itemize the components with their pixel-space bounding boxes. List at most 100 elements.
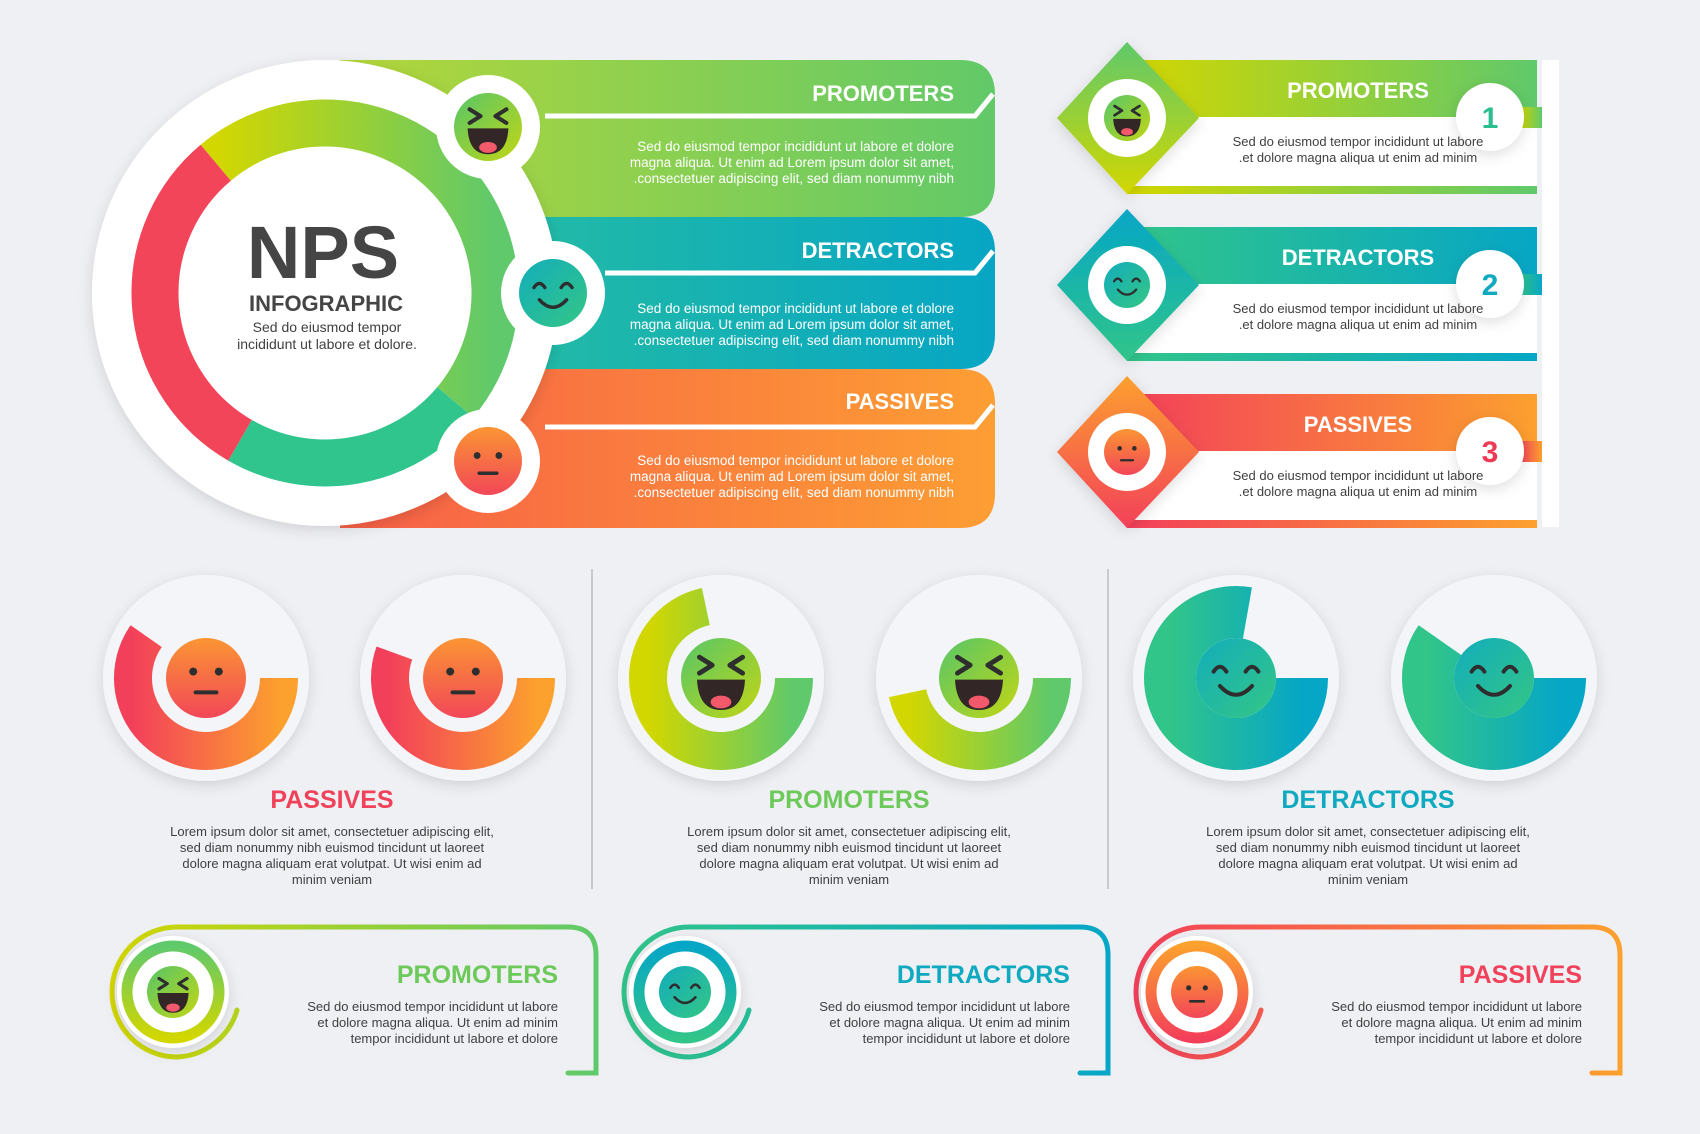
gauge-text: dolore magna aliquam erat volutpat. Ut w…: [182, 856, 481, 871]
neutral-face-icon: [423, 638, 503, 718]
number-label: 2: [1482, 269, 1499, 302]
smiling-face-icon: [1104, 262, 1150, 308]
item-text: Sed do eiusmod tempor incididunt ut labo…: [1233, 301, 1484, 316]
numbered-item-detractors: 2 DETRACTORS Sed do eiusmod tempor incidid…: [1057, 209, 1542, 361]
item-text: Sed do eiusmod tempor incididunt ut labo…: [1233, 468, 1484, 483]
card-text: Sed do eiusmod tempor incididunt ut labo…: [819, 999, 1070, 1014]
donut-segment-promoters: [200, 99, 519, 418]
item-title: PASSIVES: [1304, 412, 1412, 437]
gauge-arc: [1144, 586, 1328, 770]
smiling-face-icon: [1196, 638, 1276, 718]
emoji-ring: [1145, 940, 1249, 1044]
smiling-face-icon: [1454, 638, 1534, 718]
card-frame: [109, 924, 599, 1076]
smiling-face-icon: [659, 966, 711, 1018]
hero-emoji-detractors: [501, 241, 605, 345]
gauge-text: minim veniam: [809, 872, 889, 887]
card-title: PASSIVES: [1459, 961, 1582, 989]
laughing-face-icon: [147, 966, 199, 1018]
gauge-arc: [1402, 625, 1586, 770]
bottom-stripe: [1127, 353, 1537, 361]
bottom-stripe: [1127, 520, 1537, 528]
bottom-stripe: [1127, 186, 1537, 194]
gauge-text: Lorem ipsum dolor sit amet, consectetuer…: [170, 824, 494, 839]
banner-title: DETRACTORS: [802, 238, 954, 263]
banner-text: Sed do eiusmod tempor incididunt ut labo…: [630, 453, 954, 500]
card-title: DETRACTORS: [897, 961, 1070, 989]
item-text: .et dolore magna aliqua ut enim ad minim: [1239, 150, 1477, 165]
banner-title: PASSIVES: [846, 389, 954, 414]
gauge-title: DETRACTORS: [1281, 786, 1454, 814]
card-title: PROMOTERS: [397, 961, 558, 989]
gauge-text: sed diam nonummy nibh euismod tincidunt …: [1216, 840, 1521, 855]
hero-emoji-promoters: [436, 75, 540, 179]
gauge-text: dolore magna aliquam erat volutpat. Ut w…: [1218, 856, 1517, 871]
gauge-arc: [371, 646, 555, 770]
gauge-title: PASSIVES: [270, 786, 393, 814]
card-text: et dolore magna aliqua. Ut enim ad minim: [829, 1015, 1070, 1030]
neutral-face-icon: [1171, 966, 1223, 1018]
numbered-item-promoters: 1 PROMOTERS Sed do eiusmod tempor incididu…: [1057, 42, 1542, 194]
gauge-arc: [889, 677, 1071, 770]
item-text: .et dolore magna aliqua ut enim ad minim: [1239, 484, 1477, 499]
divider-line: [545, 403, 995, 430]
card-text: Sed do eiusmod tempor incididunt ut labo…: [307, 999, 558, 1014]
card-text: tempor incididunt ut labore et dolore: [863, 1031, 1070, 1046]
number-label: 1: [1482, 102, 1499, 135]
laughing-face-icon: [681, 638, 761, 718]
donut-segment-detractors: [228, 386, 474, 487]
neutral-face-icon: [1104, 429, 1150, 475]
gauge-text: Lorem ipsum dolor sit amet, consectetuer…: [687, 824, 1011, 839]
divider-line: [545, 92, 995, 119]
card-text: Sed do eiusmod tempor incididunt ut labo…: [1331, 999, 1582, 1014]
item-text: Sed do eiusmod tempor incididunt ut labo…: [1233, 134, 1484, 149]
card-text: tempor incididunt ut labore et dolore: [1375, 1031, 1582, 1046]
gauge-group-passives: PASSIVES Lorem ipsum dolor sit amet, cons…: [103, 575, 566, 887]
hero-title: NPS: [247, 211, 399, 294]
card-promoters: PROMOTERS Sed do eiusmod tempor incididun…: [109, 924, 599, 1076]
hero-subtitle: INFOGRAPHIC: [249, 291, 403, 316]
gauge-text: dolore magna aliquam erat volutpat. Ut w…: [699, 856, 998, 871]
gauge-arc: [114, 625, 298, 770]
card-frame: [1133, 924, 1623, 1076]
gauge-title: PROMOTERS: [768, 786, 929, 814]
connector-tab: [1520, 274, 1542, 295]
hero-emoji-passives: [436, 409, 540, 513]
number-badge: [1456, 250, 1524, 318]
gauge-text: minim veniam: [292, 872, 372, 887]
banner-text: Sed do eiusmod tempor incididunt ut labo…: [630, 301, 954, 348]
gauge-text: minim veniam: [1328, 872, 1408, 887]
gauge-arc: [629, 588, 813, 770]
number-badge: [1456, 417, 1524, 485]
item-title: PROMOTERS: [1287, 78, 1429, 103]
number-badge: [1456, 83, 1524, 151]
card-frame: [621, 924, 1111, 1076]
card-detractors: DETRACTORS Sed do eiusmod tempor incididu…: [621, 924, 1111, 1076]
banner-text: Sed do eiusmod tempor incididunt ut labo…: [630, 139, 954, 186]
connector-tab: [1520, 107, 1542, 128]
card-text: tempor incididunt ut labore et dolore: [351, 1031, 558, 1046]
neutral-face-icon: [166, 638, 246, 718]
neutral-face-icon: [454, 427, 522, 495]
vertical-bar: [1542, 60, 1559, 527]
numbered-item-passives: 3 PASSIVES Sed do eiusmod tempor incididun…: [1057, 376, 1542, 528]
gauge-text: sed diam nonummy nibh euismod tincidunt …: [697, 840, 1002, 855]
number-label: 3: [1482, 436, 1499, 469]
laughing-face-icon: [454, 93, 522, 161]
gauge-group-promoters: PROMOTERS Lorem ipsum dolor sit amet, con…: [618, 575, 1082, 887]
item-title: DETRACTORS: [1282, 245, 1434, 270]
connector-tab: [1520, 441, 1542, 462]
banner-title: PROMOTERS: [812, 81, 954, 106]
gauge-text: sed diam nonummy nibh euismod tincidunt …: [180, 840, 485, 855]
emoji-ring: [633, 940, 737, 1044]
card-passives: PASSIVES Sed do eiusmod tempor incididunt…: [1133, 924, 1623, 1076]
card-text: et dolore magna aliqua. Ut enim ad minim: [317, 1015, 558, 1030]
smiling-face-icon: [519, 259, 587, 327]
card-text: et dolore magna aliqua. Ut enim ad minim: [1341, 1015, 1582, 1030]
laughing-face-icon: [1104, 95, 1150, 141]
donut-segment-passives: [131, 144, 253, 461]
